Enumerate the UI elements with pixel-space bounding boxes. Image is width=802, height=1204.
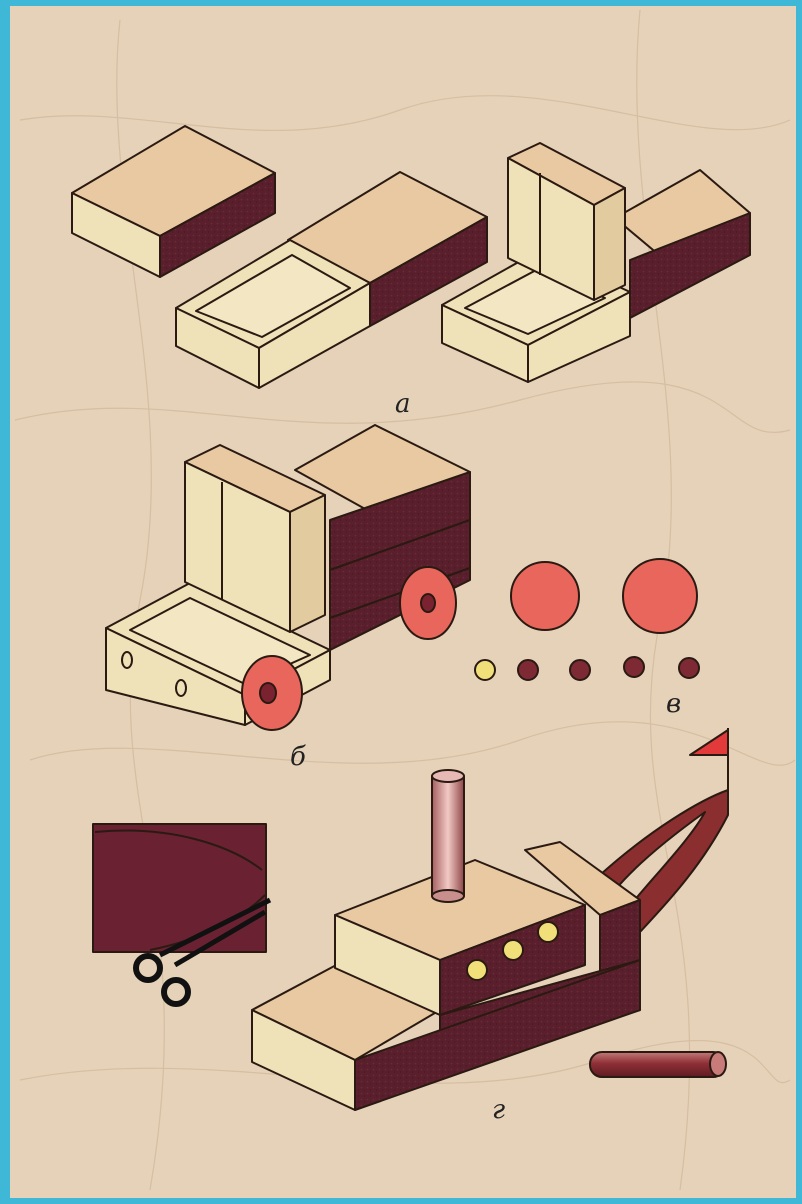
label-g: г (492, 1095, 505, 1125)
ship-chimney (432, 770, 464, 902)
small-dot-1 (518, 660, 538, 680)
label-v: в (666, 689, 681, 719)
truck-wheel-front (242, 656, 302, 730)
label-b: б (290, 742, 306, 772)
porthole-1 (467, 960, 487, 980)
small-dot-4 (679, 658, 699, 678)
large-circle-1 (511, 562, 579, 630)
porthole-2 (503, 940, 523, 960)
truck-wheel-rear (400, 567, 456, 639)
loose-stick (590, 1052, 726, 1077)
small-dot-2 (570, 660, 590, 680)
large-circle-2 (623, 559, 697, 633)
cardboard-sheet (93, 824, 266, 952)
label-a: а (395, 389, 411, 419)
small-dot-3 (624, 657, 644, 677)
small-dot-yellow (475, 660, 495, 680)
porthole-3 (538, 922, 558, 942)
